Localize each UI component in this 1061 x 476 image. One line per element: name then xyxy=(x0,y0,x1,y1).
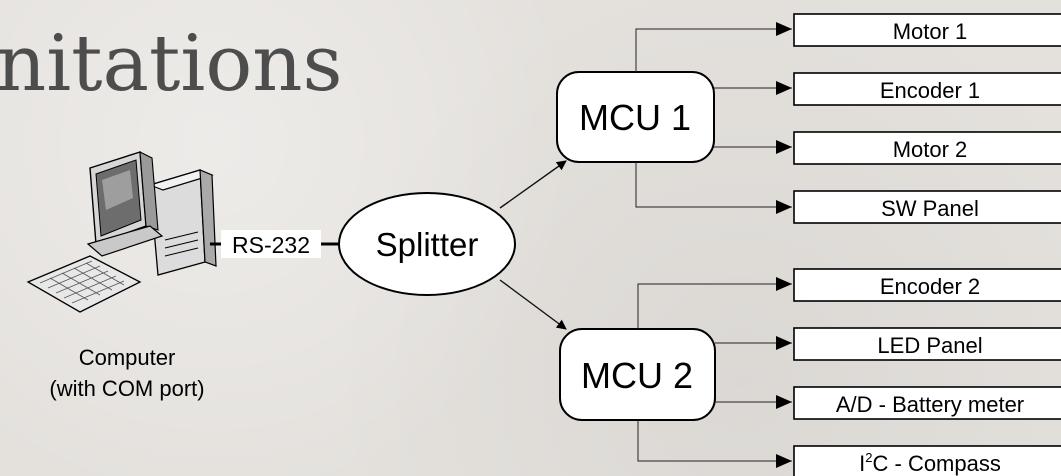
output-label-motor-2: Motor 2 xyxy=(893,137,968,162)
computer-icon xyxy=(26,151,217,313)
rs232-label-bg xyxy=(221,230,321,258)
output-label-sw-panel: SW Panel xyxy=(881,196,979,221)
output-box-motor-1 xyxy=(793,13,1061,47)
output-label-compass: I2C - Compass xyxy=(859,450,1001,476)
output-box-sw-panel xyxy=(793,190,1061,224)
arrow-to-mcu2 xyxy=(499,279,567,330)
output-label-led-panel: LED Panel xyxy=(877,333,982,358)
compass-rest: C - Compass xyxy=(873,451,1001,476)
compass-prefix: I xyxy=(859,451,865,476)
compass-superscript: 2 xyxy=(865,450,872,465)
output-box-motor-2 xyxy=(793,131,1061,165)
splitter-node xyxy=(338,192,516,296)
output-label-motor-1: Motor 1 xyxy=(893,19,968,44)
output-label-encoder-2: Encoder 2 xyxy=(880,274,980,299)
mcu1-label: MCU 1 xyxy=(579,97,691,138)
output-label-encoder-1: Encoder 1 xyxy=(880,78,980,103)
output-label-battery-meter: A/D - Battery meter xyxy=(836,392,1024,417)
rs232-label: RS-232 xyxy=(232,232,310,258)
output-arrowheads xyxy=(776,22,792,468)
arrow-to-mcu1 xyxy=(499,160,567,209)
mcu2-label: MCU 2 xyxy=(581,355,693,396)
slide-title: nitations xyxy=(0,19,343,109)
computer-sublabel: (with COM port) xyxy=(49,376,204,401)
output-box-encoder-2 xyxy=(793,268,1061,302)
output-box-led-panel xyxy=(793,327,1061,361)
computer-label: Computer xyxy=(79,345,176,370)
splitter-label: Splitter xyxy=(376,226,479,263)
output-box-compass xyxy=(793,445,1061,476)
output-box-encoder-1 xyxy=(793,72,1061,106)
output-box-battery-meter xyxy=(793,386,1061,420)
